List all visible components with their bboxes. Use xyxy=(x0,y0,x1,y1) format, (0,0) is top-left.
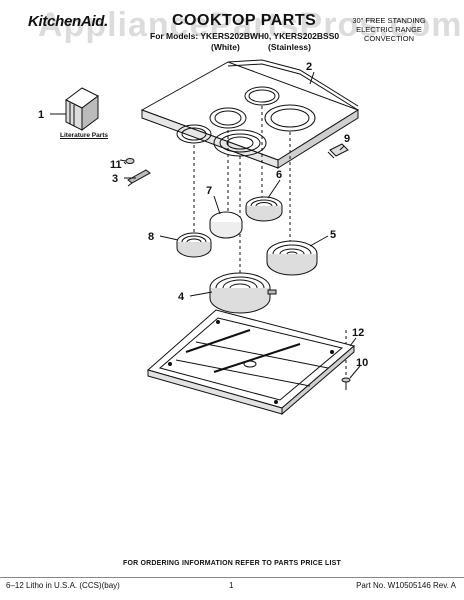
range-type: 30" FREE STANDING ELECTRIC RANGE CONVECT… xyxy=(334,16,444,43)
models-label: For Models: YKERS202BWH0, YKERS202BSS0 xyxy=(150,31,340,41)
support-frame-part-12 xyxy=(146,309,356,416)
cooktop-glass xyxy=(140,59,360,169)
element-part-5 xyxy=(266,240,318,276)
callout-9: 9 xyxy=(344,133,350,145)
callout-12: 12 xyxy=(352,327,364,339)
callout-7: 7 xyxy=(206,185,212,197)
element-part-4 xyxy=(209,272,277,314)
variant-white: (White) xyxy=(211,42,240,52)
part-number: Part No. W10505146 Rev. A xyxy=(356,581,456,590)
callout-10: 10 xyxy=(356,357,368,369)
brand-logo: KitchenAid. xyxy=(28,13,109,30)
clip-part-3 xyxy=(127,169,151,187)
range-type-line: ELECTRIC RANGE xyxy=(356,25,422,34)
callout-5: 5 xyxy=(330,229,336,241)
variant-stainless: (Stainless) xyxy=(268,42,311,52)
bracket-part-9 xyxy=(327,143,349,159)
screw-part-11 xyxy=(119,158,135,164)
element-part-8 xyxy=(176,232,212,258)
callout-11: 11 xyxy=(110,159,122,171)
callout-8: 8 xyxy=(148,231,154,243)
callout-2: 2 xyxy=(306,61,312,73)
watermark: AppliancePartsPros.com xyxy=(38,6,463,44)
burner-shield-part-7 xyxy=(209,211,243,239)
range-type-line: CONVECTION xyxy=(363,34,414,43)
range-type-line: 30" FREE STANDING xyxy=(352,16,426,25)
header: AppliancePartsPros.com KitchenAid. COOKT… xyxy=(0,0,464,70)
literature-booklet xyxy=(65,87,99,131)
page-title: COOKTOP PARTS xyxy=(172,12,317,29)
literature-parts-label: Literature Parts xyxy=(60,132,109,139)
screw-part-10 xyxy=(341,377,351,390)
footer: 6–12 Litho in U.S.A. (CCS)(bay) 1 Part N… xyxy=(0,577,464,592)
page-number: 1 xyxy=(229,581,234,590)
callout-1: 1 xyxy=(38,109,44,121)
ordering-note: FOR ORDERING INFORMATION REFER TO PARTS … xyxy=(122,560,342,567)
leader-lines xyxy=(50,71,361,379)
element-part-6 xyxy=(245,196,283,222)
callout-3: 3 xyxy=(112,173,118,185)
callout-4: 4 xyxy=(178,291,185,303)
callout-6: 6 xyxy=(276,169,282,181)
litho-text: 6–12 Litho in U.S.A. (CCS)(bay) xyxy=(6,581,120,590)
